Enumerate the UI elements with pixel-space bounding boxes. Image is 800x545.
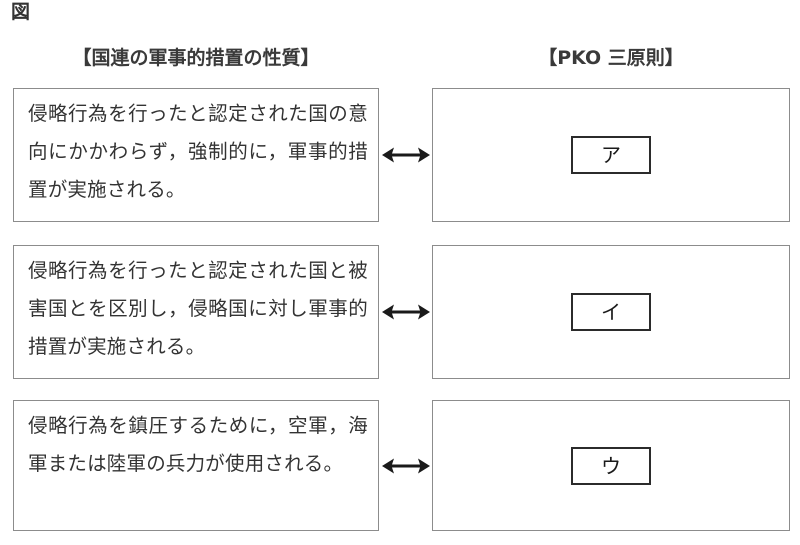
right-column-header: 【PKO 三原則】 [538,47,684,69]
mapping-row: 侵略行為を行ったと認定された国の意向にかかわらず，強制的に，軍事的措置が実施され… [0,88,800,222]
left-column-header: 【国連の軍事的措置の性質】 [72,47,320,69]
figure-label: 図 [11,1,31,23]
answer-slot-label: ウ [601,453,621,478]
mapping-row: 侵略行為を行ったと認定された国と被害国とを区別し，侵略国に対し軍事的措置が実施さ… [0,245,800,379]
statement-text: 侵略行為を行ったと認定された国と被害国とを区別し，侵略国に対し軍事的措置が実施さ… [28,259,368,358]
answer-slot-label: イ [601,300,621,324]
double-headed-arrow-icon [381,455,431,477]
statement-text: 侵略行為を行ったと認定された国の意向にかかわらず，強制的に，軍事的措置が実施され… [28,102,368,201]
answer-box: ウ [432,400,790,531]
double-headed-arrow-icon [381,301,431,323]
answer-slot[interactable]: イ [571,293,651,331]
statement-box: 侵略行為を行ったと認定された国と被害国とを区別し，侵略国に対し軍事的措置が実施さ… [13,245,379,379]
mapping-row: 侵略行為を鎮圧するために，空軍，海軍または陸軍の兵力が使用される。 ウ [0,400,800,531]
answer-box: イ [432,245,790,379]
statement-text: 侵略行為を鎮圧するために，空軍，海軍または陸軍の兵力が使用される。 [28,414,368,475]
answer-slot[interactable]: ウ [571,446,651,485]
double-headed-arrow-icon [381,144,431,166]
statement-box: 侵略行為を行ったと認定された国の意向にかかわらず，強制的に，軍事的措置が実施され… [13,88,379,222]
answer-box: ア [432,88,790,222]
answer-slot[interactable]: ア [571,136,651,174]
statement-box: 侵略行為を鎮圧するために，空軍，海軍または陸軍の兵力が使用される。 [13,400,379,531]
answer-slot-label: ア [601,143,621,167]
